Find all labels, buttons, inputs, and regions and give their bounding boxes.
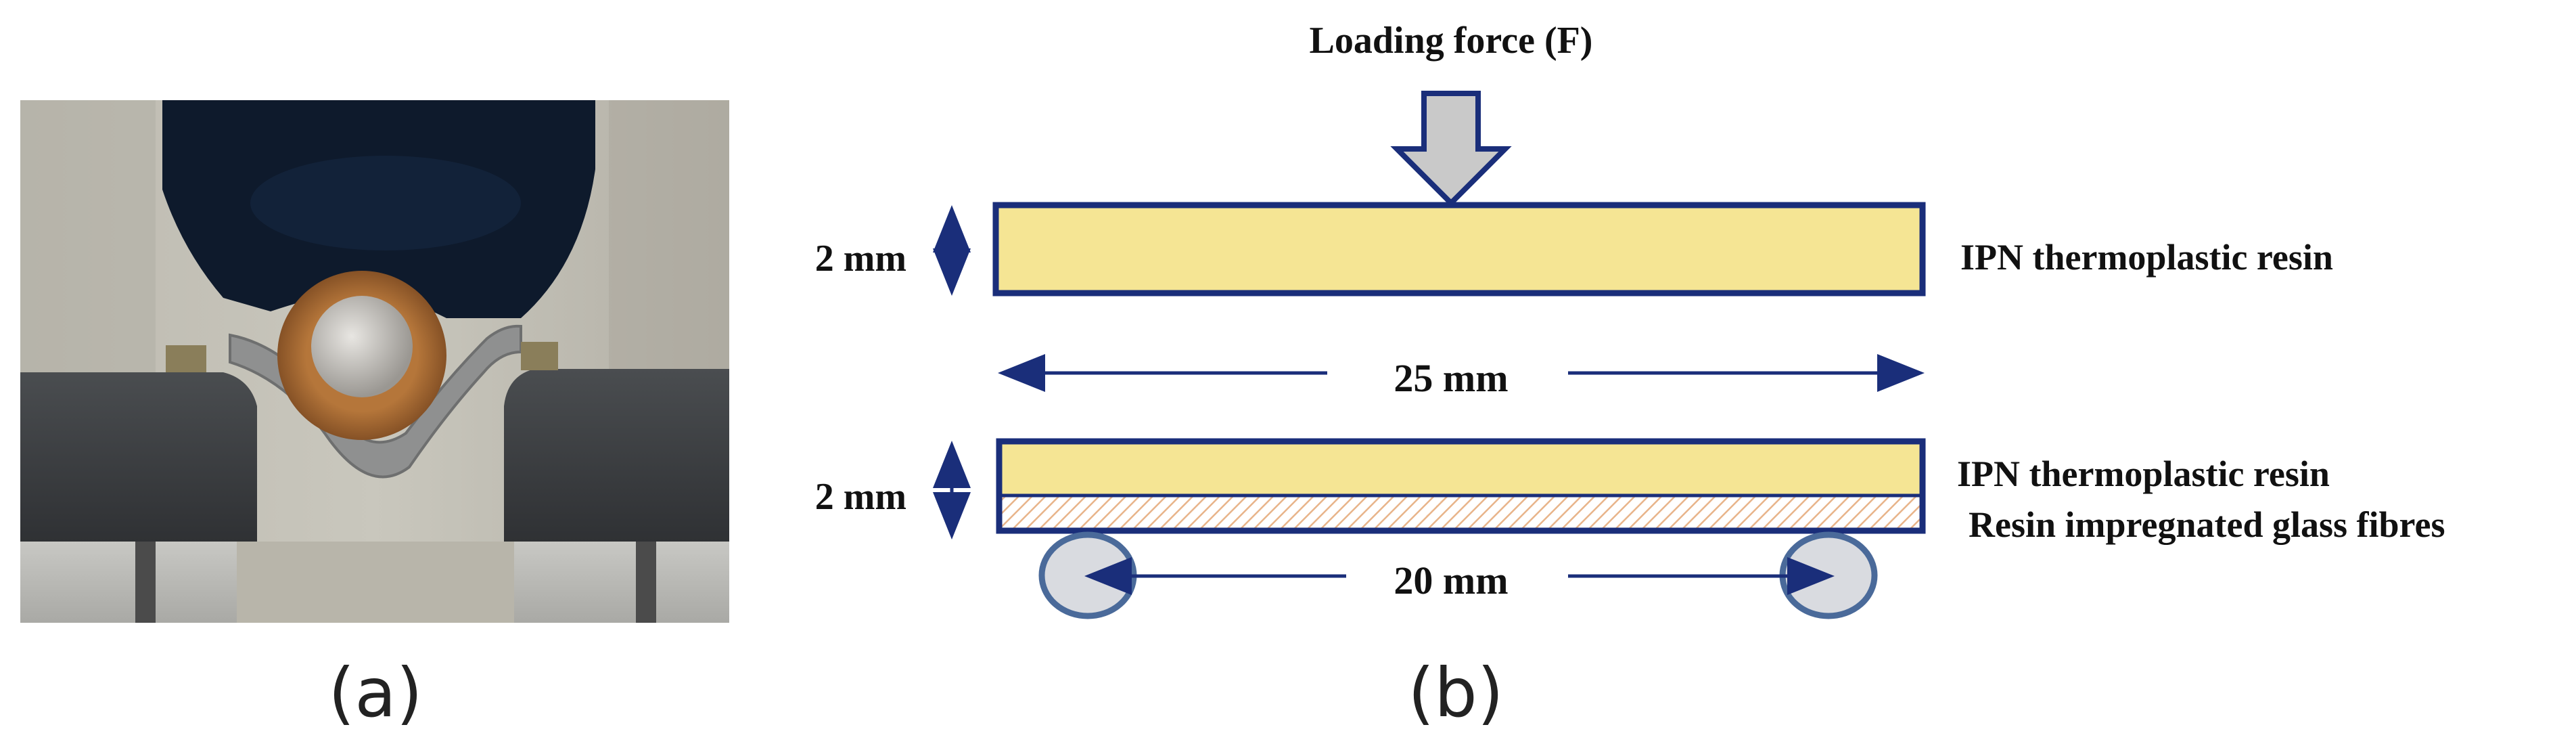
base-right-dark bbox=[636, 542, 656, 623]
bottom-fibres-label: Resin impregnated glass fibres bbox=[1969, 504, 2445, 545]
top-thickness-label: 2 mm bbox=[815, 238, 906, 280]
base-gap bbox=[237, 542, 514, 623]
support-block-left bbox=[20, 372, 257, 542]
force-label: Loading force (F) bbox=[1310, 20, 1593, 62]
bottom-specimen-fibres bbox=[999, 496, 1923, 531]
pin-head bbox=[311, 296, 413, 397]
base-right bbox=[514, 542, 729, 623]
base-left bbox=[20, 542, 237, 623]
length-label: 25 mm bbox=[1394, 356, 1508, 400]
span-label: 20 mm bbox=[1394, 558, 1508, 602]
bottom-specimen-outline bbox=[996, 438, 1926, 534]
schematic-panel: Loading force (F) 2 mm IPN thermoplastic… bbox=[815, 20, 2445, 619]
force-arrow bbox=[1390, 91, 1512, 207]
bottom-resin-label: IPN thermoplastic resin bbox=[1957, 454, 2330, 494]
top-specimen bbox=[992, 202, 1926, 296]
bottom-specimen-resin bbox=[999, 441, 1923, 496]
photo-panel bbox=[20, 100, 729, 623]
base-left-dark bbox=[135, 542, 156, 623]
bottom-thickness-label: 2 mm bbox=[815, 476, 906, 518]
loading-nose-highlight bbox=[250, 156, 521, 250]
support-block-right bbox=[504, 369, 729, 542]
top-material-label: IPN thermoplastic resin bbox=[1960, 237, 2333, 278]
screw-right bbox=[521, 342, 558, 370]
screw-left bbox=[166, 345, 206, 372]
panel-a-label: (a) bbox=[328, 653, 422, 732]
panel-b-label: (b) bbox=[1408, 653, 1504, 732]
